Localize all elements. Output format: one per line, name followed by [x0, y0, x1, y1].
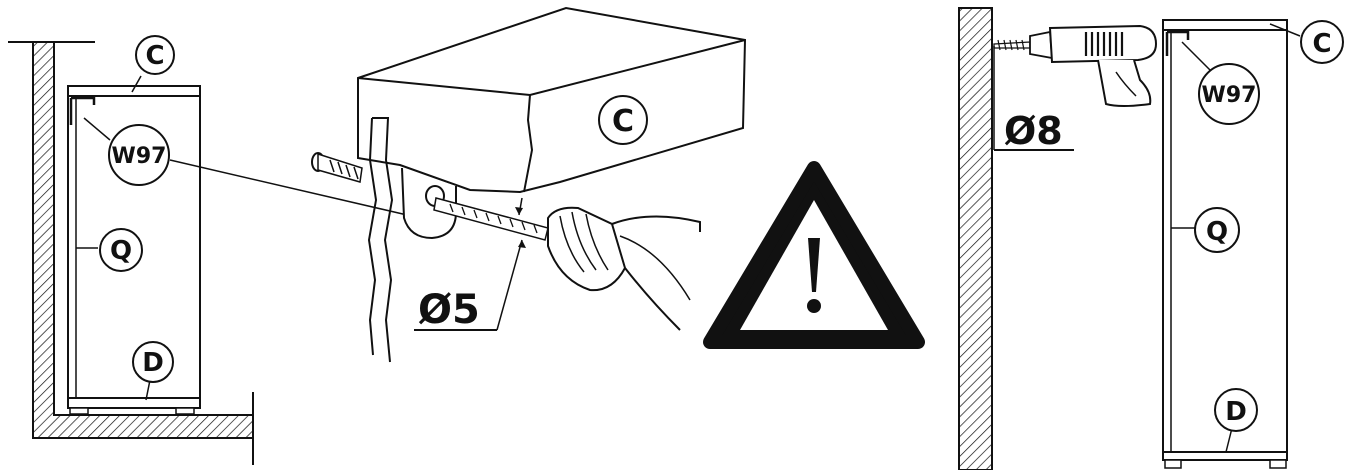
dimension-drill-large: Ø8: [1004, 109, 1063, 153]
right-wall: [958, 7, 993, 470]
right-label-w97: W97: [1202, 83, 1257, 108]
middle-cabinet-box: [357, 6, 747, 194]
power-drill-icon: [547, 206, 701, 331]
right-label-c: C: [1312, 29, 1331, 59]
middle-wall-strip: [367, 117, 394, 363]
left-label-c: C: [145, 41, 164, 71]
right-label-q: Q: [1206, 217, 1228, 247]
warning-triangle-icon: [703, 161, 925, 349]
left-panel: C W97 Q D: [8, 35, 421, 465]
screw-icon: [311, 152, 363, 183]
left-label-w97: W97: [112, 144, 167, 169]
right-label-d: D: [1225, 397, 1247, 427]
left-label-d: D: [142, 348, 164, 378]
middle-panel: Ø5 C: [311, 6, 925, 363]
hand-drill-icon: [993, 24, 1158, 107]
middle-label-c: C: [612, 104, 634, 139]
dimension-drill-small: Ø5: [418, 287, 480, 333]
right-panel: Ø8 C W97 Q D: [958, 7, 1344, 470]
left-label-q: Q: [110, 236, 132, 266]
